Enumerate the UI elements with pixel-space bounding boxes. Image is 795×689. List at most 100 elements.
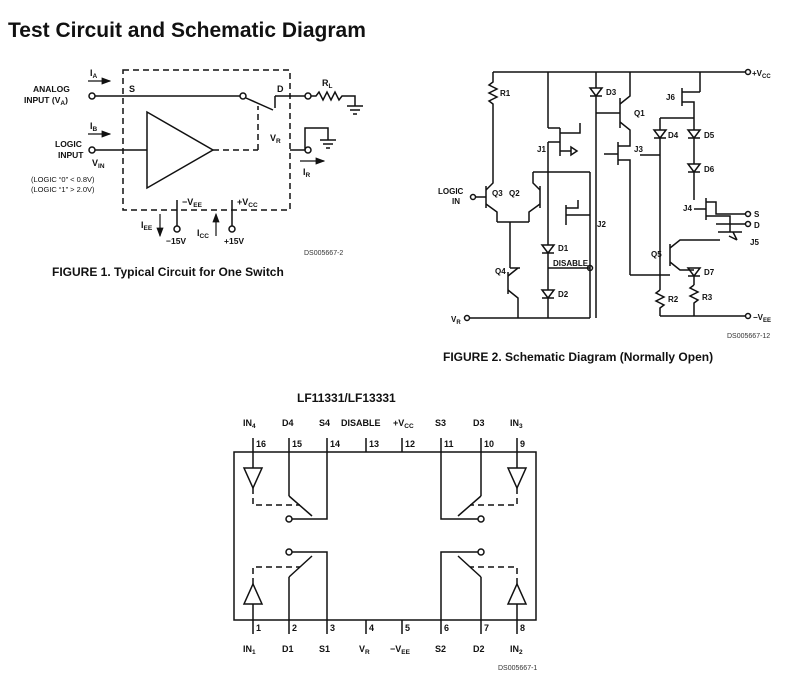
d6-diode [686,163,702,174]
vr-terminal [463,314,471,322]
pin-6-label: S2 [435,644,446,654]
switch-3-blade [457,495,482,517]
logic-input-label-line2: INPUT [58,150,84,160]
ib-label: IB [90,121,98,133]
switch-2-blade [457,555,482,578]
figure-1-caption: FIGURE 1. Typical Circuit for One Switch [52,265,284,279]
d2-label: D2 [558,290,569,299]
pin-15-number: 15 [292,439,302,449]
q2-label: Q2 [509,189,520,198]
pin-9-number: 9 [520,439,525,449]
ir-label: IR [303,167,311,179]
d1-diode [540,244,556,255]
pin-5-label: −VEE [390,644,411,656]
pin-10-number: 10 [484,439,494,449]
switch-3-channel [440,452,528,523]
q3-transistor [485,175,498,222]
r3-resistor [688,284,700,316]
pin-6: 6S2 [435,620,449,654]
d6-label: D6 [704,165,715,174]
d-terminal [744,220,752,228]
vr-ground-symbol [320,139,336,149]
pin-13-number: 13 [369,439,379,449]
pin-s-label: S [129,84,135,94]
pin-13-label: DISABLE [341,418,381,428]
j4-label: J4 [683,204,692,213]
pin-7-label: D2 [473,644,485,654]
switch-blade [245,97,274,111]
q4-transistor [507,267,519,318]
logic-in-terminal [469,193,477,201]
vcc-terminal [228,225,236,233]
iee-label: IEE [141,220,153,232]
drain-terminal [304,92,312,100]
pin-16-label: IN4 [243,418,256,430]
pin-7: 7D2 [473,620,489,654]
r2-label: R2 [668,295,679,304]
j2-label: J2 [597,220,606,229]
r2-resistor [654,289,666,316]
pin-2: 2D1 [282,620,297,654]
pin-4: 4VR [359,620,374,656]
ic-package-body [233,451,537,621]
vcc-terminal [744,68,752,76]
vee-terminal [744,312,752,320]
vcc-label: +VCC [237,197,258,209]
q5-transistor [669,239,720,271]
switch-3-driver-triangle [506,467,528,490]
pin-12-number: 12 [405,439,415,449]
j3-label: J3 [634,145,643,154]
rl-label: RL [322,78,333,90]
pin-10-label: D3 [473,418,485,428]
d7-diode [686,267,702,278]
pin-2-number: 2 [292,623,297,633]
pin-3-number: 3 [330,623,335,633]
vr-label: VR [451,315,461,326]
d5-diode [686,129,702,140]
pin-11-label: S3 [435,418,446,428]
pin-5: 5−VEE [390,620,411,656]
q3-label: Q3 [492,189,503,198]
switch-1-driver-triangle [242,582,264,605]
vcc-label: +VCC [752,69,771,80]
pin-12-label: +VCC [393,418,414,430]
j5-gate-arrow [728,231,738,241]
logic-input-label-line1: LOGIC [55,139,82,149]
d3-label: D3 [606,88,617,97]
pin-d-label: D [277,84,284,94]
pin-8-number: 8 [520,623,525,633]
page-title: Test Circuit and Schematic Diagram [8,19,366,42]
switch-4-driver-triangle [242,467,264,490]
pin-9: 9 IN3 [510,418,525,452]
pin-1-label: IN1 [243,644,256,656]
d4-diode [652,129,668,140]
vee-label: −VEE [182,197,203,209]
fig2-ds-code: DS005667-12 [727,333,770,340]
d-label: D [754,221,760,230]
logic-1-threshold: (LOGIC “1” > 2.0V) [31,185,95,194]
vr-ground-wire [304,127,329,150]
fig1-ds-code: DS005667-2 [304,250,343,257]
q4-label: Q4 [495,267,506,276]
logic-in-label-line1: LOGIC [438,187,464,196]
pin-13: 13 DISABLE [341,418,381,452]
rl-ground-symbol [347,105,363,115]
pin-15-label: D4 [282,418,294,428]
switch-package-outline [122,69,291,211]
pin-14-label: S4 [319,418,330,428]
rl-resistor [311,90,356,106]
q1-label: Q1 [634,109,645,118]
j1-label: J1 [537,145,546,154]
vr-terminal [304,146,312,154]
pin-12: 12 +VCC [393,418,415,452]
d7-label: D7 [704,268,715,277]
pin-9-label: IN3 [510,418,523,430]
pin-3-label: S1 [319,644,330,654]
switch-2-driver-triangle [506,582,528,605]
q2-transistor [528,172,541,222]
pin-4-number: 4 [369,623,374,633]
